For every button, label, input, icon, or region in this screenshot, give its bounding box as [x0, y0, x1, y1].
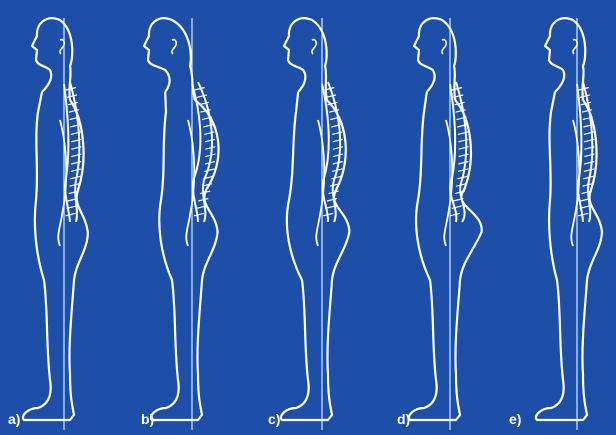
panel-label-d: d): [397, 412, 410, 426]
figure-e: [536, 18, 602, 430]
vertebra-hatch: [66, 213, 76, 216]
head-outline: [284, 18, 327, 100]
vertebra-hatch: [458, 169, 468, 172]
vertebra-hatch: [204, 169, 214, 172]
vertebra-hatch: [71, 169, 81, 172]
body-outline: [23, 92, 88, 420]
vertebra-hatch: [194, 213, 204, 216]
head-outline: [545, 18, 585, 100]
figure-a: [23, 18, 88, 430]
ear-icon: [442, 40, 446, 54]
body-outline: [409, 92, 482, 420]
vertebra-hatch: [326, 95, 336, 98]
panel-label-e: e): [509, 412, 521, 426]
vertebra-hatch: [333, 154, 343, 157]
vertebra-hatch: [205, 139, 215, 142]
vertebra-hatch: [333, 139, 343, 142]
vertebra-hatch: [331, 176, 341, 179]
vertebra-hatch: [584, 169, 594, 172]
vertebra-hatch: [584, 162, 594, 165]
vertebra-hatch: [204, 132, 214, 135]
figure-d: [409, 18, 482, 430]
head-outline: [32, 18, 72, 100]
figure-b: [144, 18, 219, 430]
panel-label-b: b): [141, 412, 154, 426]
vertebra-hatch: [333, 147, 343, 150]
vertebra-hatch: [67, 95, 77, 98]
vertebra-hatch: [458, 162, 468, 165]
panel-label-c: c): [268, 412, 280, 426]
vertebra-hatch: [205, 147, 215, 150]
head-outline: [144, 18, 195, 100]
vertebra-hatch: [459, 154, 469, 157]
ear-icon: [172, 40, 176, 54]
figure-c: [281, 18, 349, 430]
vertebra-hatch: [580, 95, 590, 98]
panel-label-a: a): [8, 412, 20, 426]
vertebra-hatch: [71, 162, 81, 165]
ear-icon: [312, 40, 316, 54]
